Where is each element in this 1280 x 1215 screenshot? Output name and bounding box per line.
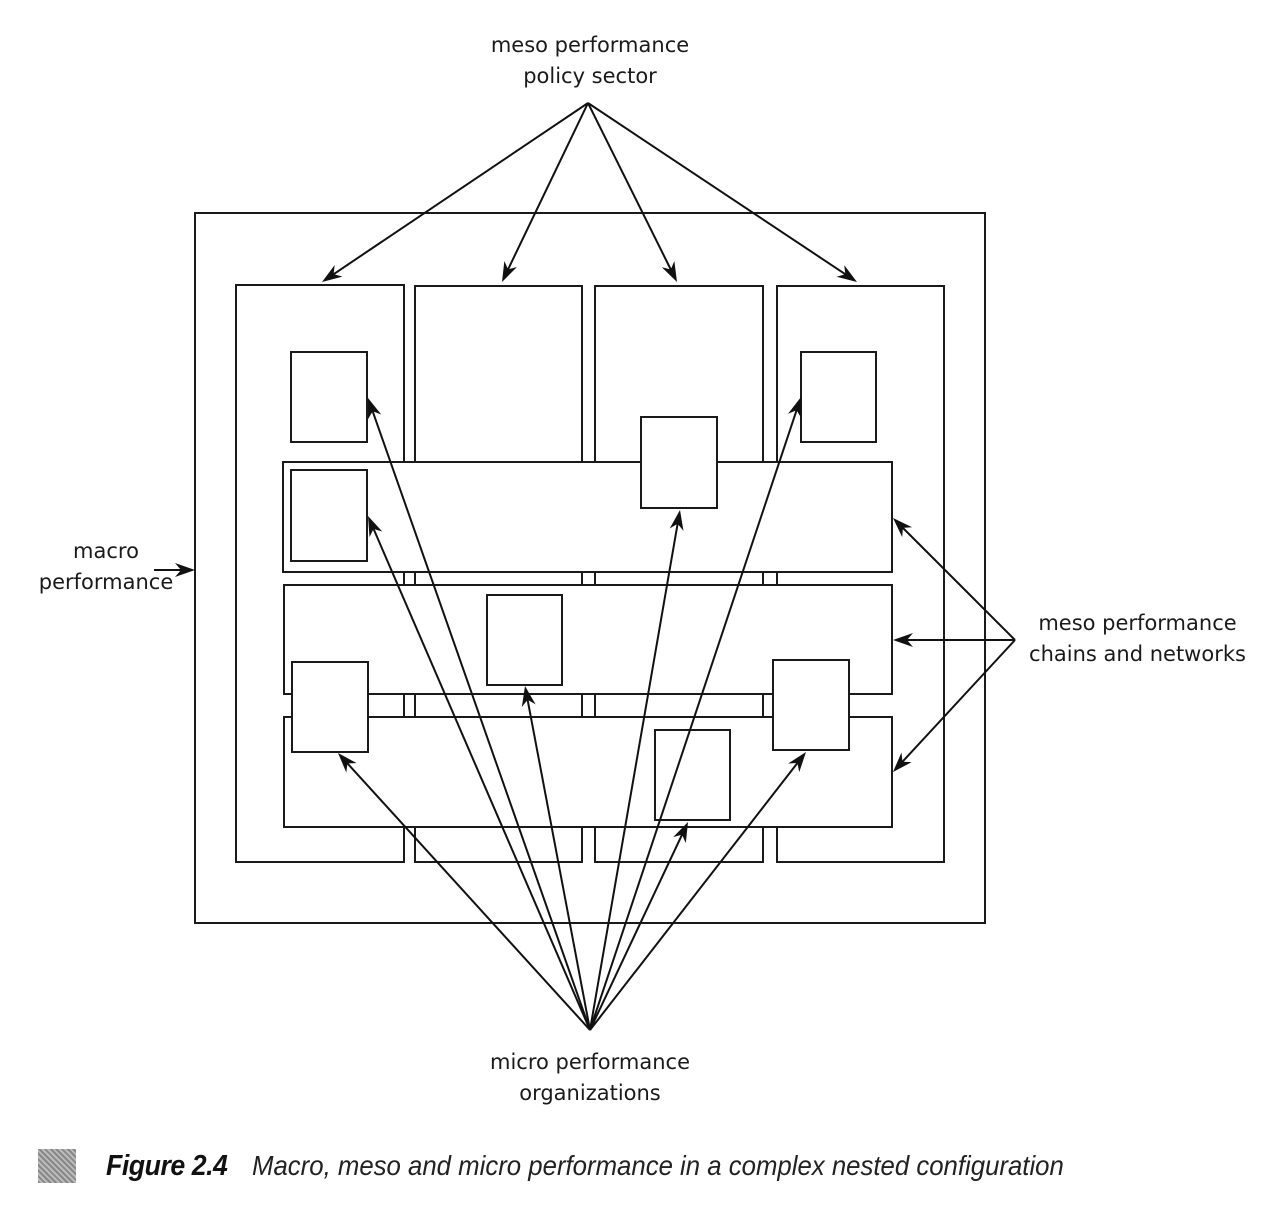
policy-arrow-4-line	[587, 102, 853, 280]
micro-arrow-8-line	[589, 756, 804, 1031]
micro-arrow-4-line	[525, 691, 591, 1031]
meso-chains-networks-label-line-2: chains and networks	[1029, 642, 1246, 666]
policy-arrow-3-arrowhead	[661, 260, 677, 282]
micro-arrow-5-line	[589, 515, 680, 1031]
figure-number: Figure 2.4	[106, 1149, 228, 1182]
policy-arrow-1-line	[326, 102, 589, 280]
chain-arrow-1-line	[896, 521, 1016, 641]
meso-policy-sector-label: meso performance policy sector	[440, 30, 740, 92]
policy-arrow-3-line	[587, 102, 676, 278]
micro-arrow-7-line	[589, 827, 687, 1031]
micro-arrow-3-line	[341, 756, 591, 1031]
micro-arrow-2-line	[369, 521, 591, 1031]
micro-organizations-label-line-1: micro performance	[489, 1050, 691, 1074]
caption-marker-icon	[38, 1149, 76, 1183]
macro-performance-label-line-2: performance	[38, 570, 174, 594]
meso-chains-networks-label: meso performance chains and networks	[1015, 608, 1260, 670]
chain-arrow-2-arrowhead	[893, 633, 913, 647]
micro-organization-box-3	[640, 416, 718, 509]
meso-policy-sector-label-line-2: policy sector	[523, 64, 657, 88]
micro-organization-box-7	[772, 659, 850, 751]
micro-organization-box-8	[654, 729, 731, 821]
chain-arrow-3-line	[896, 639, 1016, 769]
micro-organization-box-1	[290, 351, 368, 443]
policy-arrow-2-arrowhead	[502, 260, 517, 282]
micro-organization-box-6	[291, 661, 369, 753]
micro-arrow-7-arrowhead	[673, 822, 688, 844]
micro-arrow-6-line	[589, 402, 801, 1031]
macro-arrow-arrowhead	[175, 563, 195, 577]
micro-arrow-1-line	[369, 403, 591, 1031]
figure-caption: Figure 2.4 Macro, meso and micro perform…	[38, 1148, 1134, 1184]
policy-arrow-1-arrowhead	[322, 265, 343, 282]
figure-caption-text: Macro, meso and micro performance in a c…	[252, 1150, 1064, 1181]
micro-arrow-6-arrowhead	[788, 397, 802, 419]
micro-arrow-5-arrowhead	[669, 510, 684, 531]
meso-chains-networks-label-line-1: meso performance	[1038, 611, 1237, 635]
micro-arrow-1-arrowhead	[368, 398, 382, 420]
micro-organization-box-4	[290, 469, 368, 562]
chain-network-band-1	[282, 461, 893, 573]
micro-organization-box-5	[486, 594, 563, 686]
micro-arrow-2-arrowhead	[368, 516, 383, 538]
meso-policy-sector-label-line-1: meso performance	[490, 33, 690, 57]
micro-arrow-3-arrowhead	[338, 753, 357, 773]
micro-organization-box-2	[800, 351, 877, 443]
micro-arrow-8-arrowhead	[788, 752, 806, 773]
micro-organizations-label: micro performance organizations	[440, 1047, 740, 1109]
micro-organizations-label-line-2: organizations	[519, 1081, 661, 1105]
chain-arrow-1-arrowhead	[893, 518, 913, 538]
macro-performance-label: macro performance	[20, 536, 192, 598]
chain-arrow-3-arrowhead	[893, 752, 912, 772]
policy-arrow-4-arrowhead	[836, 265, 857, 282]
arrows-group	[154, 102, 1016, 1031]
policy-arrow-2-line	[503, 102, 589, 278]
micro-arrow-4-arrowhead	[521, 686, 536, 707]
macro-performance-label-line-1: macro	[73, 539, 139, 563]
